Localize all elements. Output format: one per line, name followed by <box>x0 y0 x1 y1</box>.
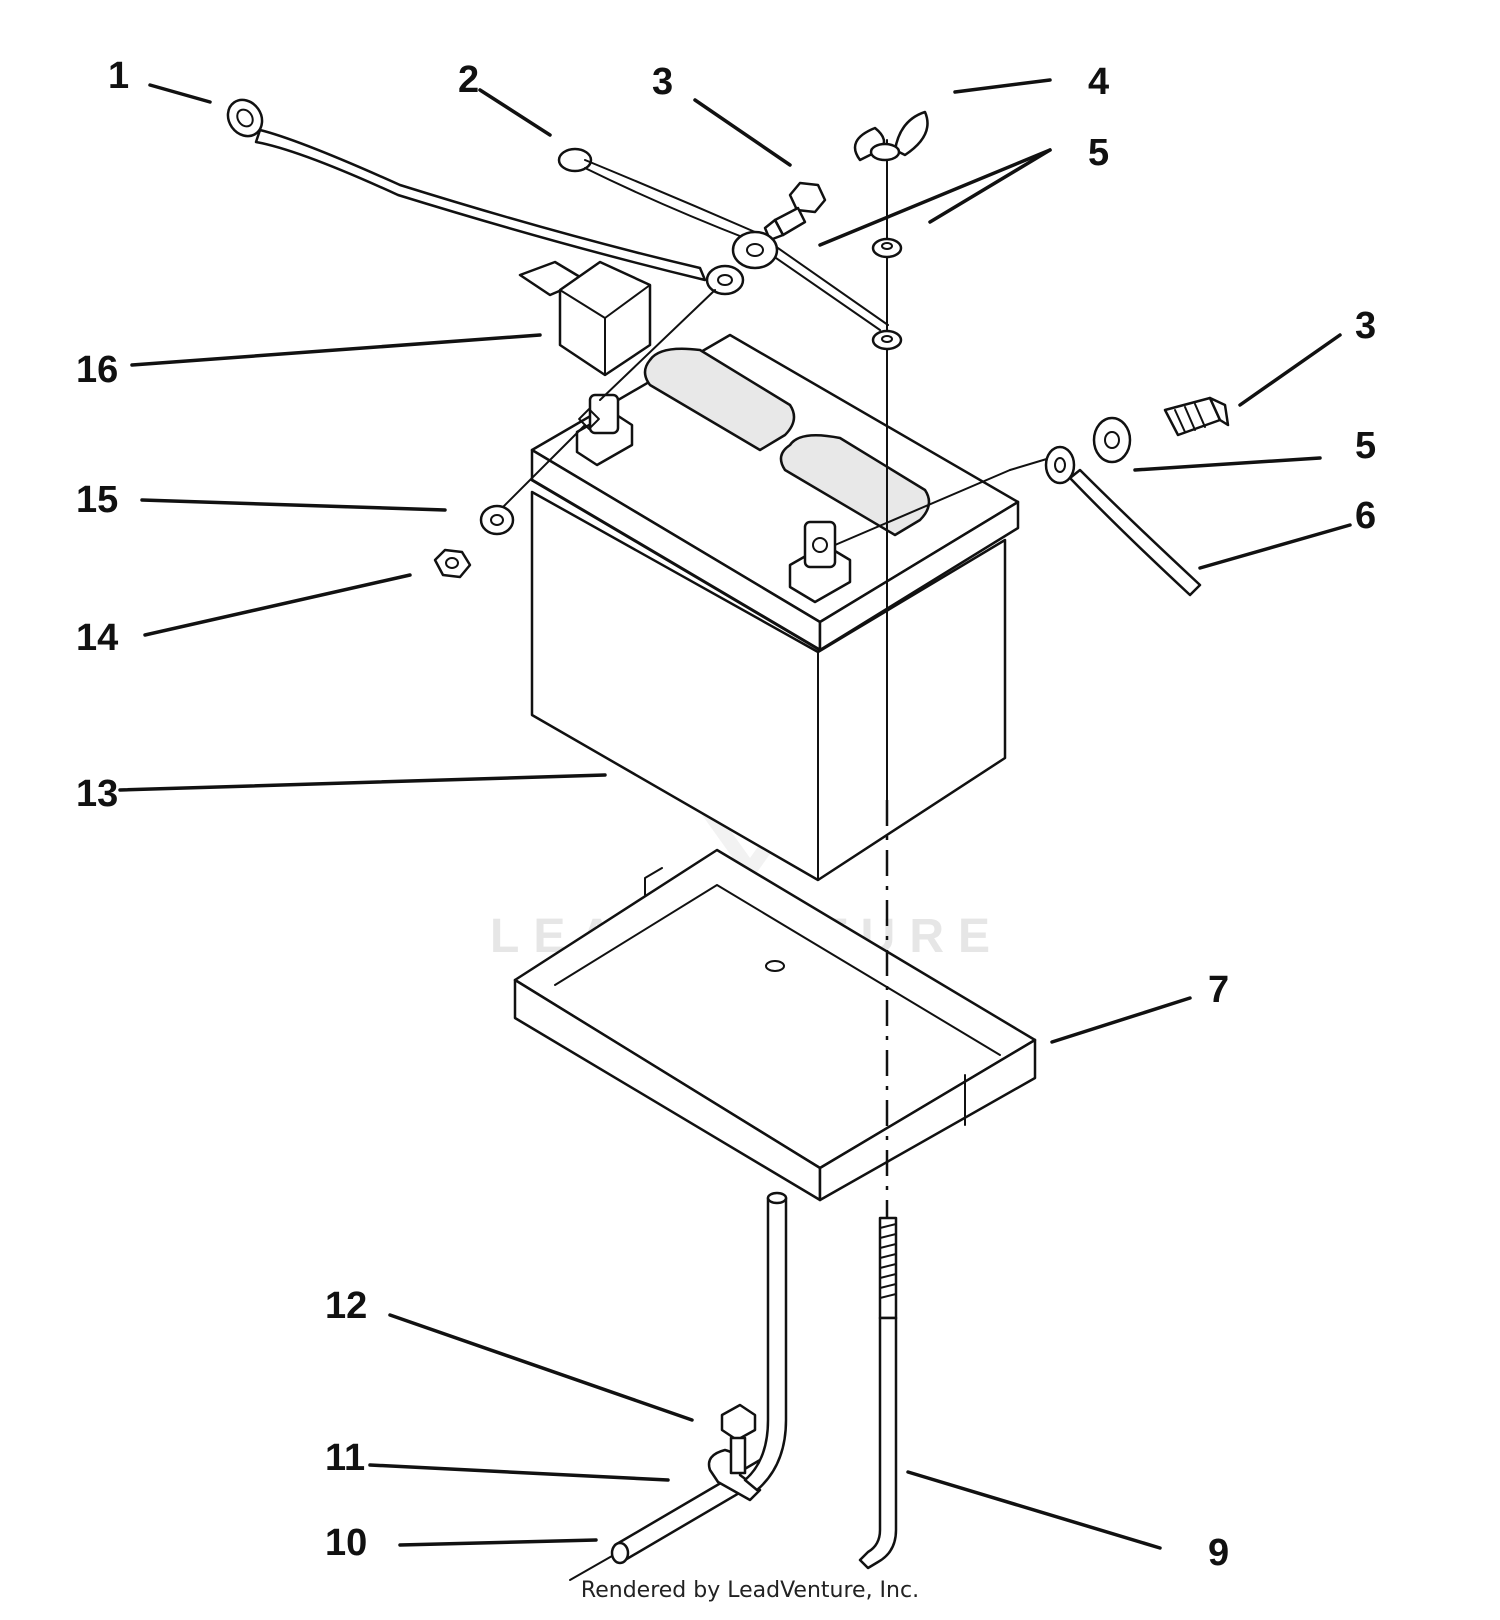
callout-5-upper: 5 <box>1088 132 1109 174</box>
callout-2: 2 <box>458 59 479 101</box>
callout-4: 4 <box>1088 61 1109 103</box>
hex-nut <box>433 548 472 579</box>
callout-11: 11 <box>325 1437 365 1479</box>
wing-nut <box>853 110 929 162</box>
callout-9: 9 <box>1208 1532 1229 1574</box>
callout-7: 7 <box>1208 969 1229 1011</box>
battery-cable-1 <box>226 98 745 296</box>
clamp-bolt <box>720 1403 757 1475</box>
callout-1: 1 <box>108 55 129 97</box>
battery-tray <box>513 848 1037 1202</box>
callout-10: 10 <box>325 1522 367 1564</box>
callout-5-right: 5 <box>1355 425 1376 467</box>
callout-13: 13 <box>76 773 118 815</box>
terminal-cover <box>518 260 652 377</box>
callout-labels: 1 2 3 4 5 16 3 15 5 6 14 13 7 12 11 9 10 <box>76 55 1376 1574</box>
washer-upper <box>731 230 779 270</box>
ground-strap-2 <box>557 147 889 331</box>
lock-washer <box>479 504 515 536</box>
vent-tube <box>743 1191 788 1492</box>
washer-rod-lower <box>871 329 903 351</box>
leader-lines <box>118 78 1352 1550</box>
callout-6: 6 <box>1355 495 1376 537</box>
battery-terminal-negative <box>575 393 634 467</box>
battery-terminal-positive <box>788 520 852 604</box>
callout-12: 12 <box>325 1285 367 1327</box>
battery <box>530 333 1020 882</box>
callout-3-upper: 3 <box>652 61 673 103</box>
callout-14: 14 <box>76 617 118 659</box>
battery-cable-6 <box>1044 445 1202 597</box>
hold-down-rod <box>858 1216 898 1570</box>
callout-3-right: 3 <box>1355 305 1376 347</box>
callout-16: 16 <box>76 349 118 391</box>
cable-clamp <box>707 1448 762 1502</box>
bolt-upper <box>763 181 827 242</box>
callout-15: 15 <box>76 479 118 521</box>
flat-washer-right <box>1092 416 1132 464</box>
rendered-by-footer: Rendered by LeadVenture, Inc. <box>580 1578 920 1603</box>
bolt-right <box>1163 396 1230 437</box>
